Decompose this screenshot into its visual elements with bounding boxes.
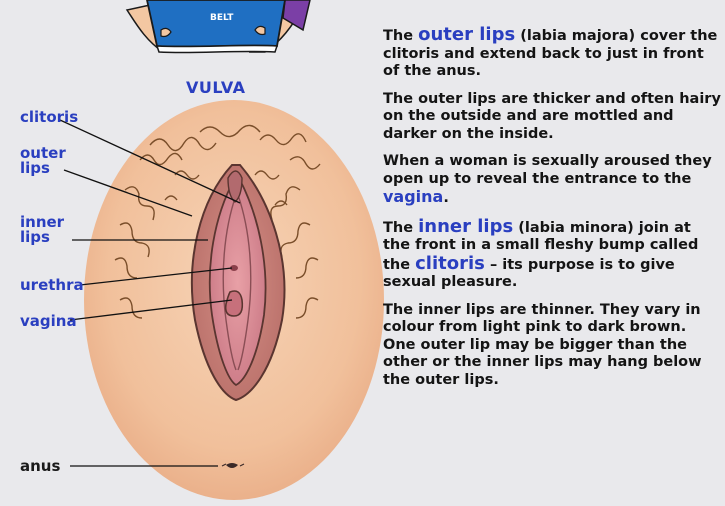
label-vagina: vagina	[20, 314, 77, 329]
highlight-outer-lips: outer lips	[418, 24, 515, 45]
label-anus: anus	[20, 459, 60, 474]
highlight-inner-lips: inner lips	[418, 216, 513, 237]
highlight-vagina: vagina	[383, 187, 443, 206]
label-clitoris: clitoris	[20, 110, 78, 125]
paragraph-2-text: The outer lips are thicker and often hai…	[383, 91, 721, 142]
paragraph-inner-lips: The inner lips (labia minora) join at th…	[383, 218, 721, 292]
label-inner-lips-line2: lips	[20, 230, 50, 245]
paragraph-outer-lips-detail: The outer lips are thicker and often hai…	[383, 91, 721, 144]
vagina-shape	[226, 291, 243, 316]
description-column: The outer lips (labia majora) cover the …	[383, 26, 721, 399]
paragraph-3-text-a: When a woman is sexually aroused they op…	[383, 153, 712, 187]
paragraph-arousal: When a woman is sexually aroused they op…	[383, 153, 721, 208]
paragraph-3-text-b: .	[443, 190, 449, 206]
highlight-clitoris: clitoris	[415, 253, 485, 274]
paragraph-inner-lips-detail: The inner lips are thinner. They vary in…	[383, 302, 721, 390]
label-urethra: urethra	[20, 278, 84, 293]
paragraph-4-text-a: The	[383, 220, 418, 236]
paragraph-outer-lips: The outer lips (labia majora) cover the …	[383, 26, 721, 81]
paragraph-5-text: The inner lips are thinner. They vary in…	[383, 302, 702, 388]
label-outer-lips-line2: lips	[20, 161, 50, 176]
paragraph-1-text-a: The	[383, 28, 418, 44]
